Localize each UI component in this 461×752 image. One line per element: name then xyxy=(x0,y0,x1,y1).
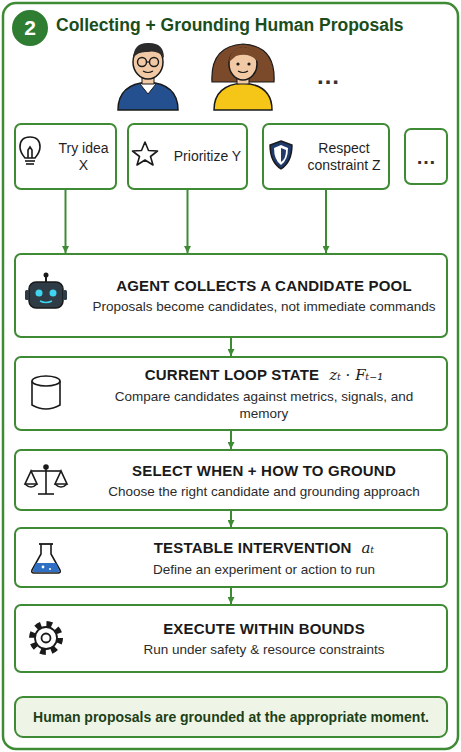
process-box: SELECT WHEN + HOW TO GROUND Choose the ri… xyxy=(14,449,448,511)
text-row: 2 xyxy=(14,16,46,40)
bd-text: Run under safety & resource constraints xyxy=(144,641,385,658)
shield-icon xyxy=(270,141,292,169)
process-box: CURRENT LOOP STATE zₜ · Fₜ₋₁ Compare candi… xyxy=(14,356,448,431)
step-number: 2 xyxy=(12,10,48,46)
proposal-box: Respect constraint Z xyxy=(262,123,390,190)
hd-text: AGENT COLLECTS A CANDIDATE POOL xyxy=(116,276,412,295)
process-box: EXECUTE WITHIN BOUNDS Run under safety & … xyxy=(14,604,448,673)
math-text: zₜ · Fₜ₋₁ xyxy=(329,366,383,385)
text-row: TESTABLE INTERVENTION aₜ xyxy=(92,538,436,558)
outer-panel xyxy=(3,3,458,749)
text-row: Respect constraint Z xyxy=(304,140,384,174)
text-row: Choose the right candidate and grounding… xyxy=(92,480,436,500)
hd-text: SELECT WHEN + HOW TO GROUND xyxy=(132,461,396,480)
summary-band: Human proposals are grounded at the appr… xyxy=(14,696,448,738)
text-row: CURRENT LOOP STATE zₜ · Fₜ₋₁ xyxy=(92,365,436,385)
bd-text: Choose the right candidate and grounding… xyxy=(108,483,419,500)
bd-text: Compare candidates against metrics, sign… xyxy=(92,388,436,422)
text-row: … xyxy=(406,147,446,167)
hd-text: CURRENT LOOP STATE xyxy=(145,365,319,384)
bd-text: Proposals become candidates, not immedia… xyxy=(93,298,436,315)
person-icon xyxy=(212,44,274,110)
sm-text: Prioritize Y xyxy=(174,148,241,165)
ellipsis: … xyxy=(316,62,340,90)
text-row: Proposals become candidates, not immedia… xyxy=(92,295,436,315)
hd-text: EXECUTE WITHIN BOUNDS xyxy=(163,619,365,638)
dots-text: … xyxy=(416,147,436,167)
text-row: Try idea X xyxy=(56,140,111,174)
sm-text: Try idea X xyxy=(56,140,111,174)
more-box: … xyxy=(404,128,448,185)
text-row: AGENT COLLECTS A CANDIDATE POOL xyxy=(92,276,436,295)
flow-arrow xyxy=(230,511,232,527)
process-box: TESTABLE INTERVENTION aₜDefine an experim… xyxy=(14,527,448,588)
math-text: aₜ xyxy=(362,539,375,558)
proposal-box: Try idea X xyxy=(14,123,117,190)
bd-text: Define an experiment or action to run xyxy=(153,561,375,578)
flask-icon xyxy=(32,544,61,573)
flow-arrow xyxy=(65,190,67,253)
gear-icon xyxy=(32,624,60,652)
text-row: Human proposals are grounded at the appr… xyxy=(26,708,436,726)
text-row: Prioritize Y xyxy=(173,148,242,165)
flow-arrow xyxy=(325,190,327,253)
flow-arrow xyxy=(230,588,232,604)
text-row: SELECT WHEN + HOW TO GROUND xyxy=(92,461,436,480)
star-icon xyxy=(133,142,158,165)
person-icon xyxy=(118,43,178,110)
scales-icon xyxy=(25,465,67,494)
text-row: Run under safety & resource constraints xyxy=(92,638,436,658)
database-icon xyxy=(32,376,60,409)
lightbulb-icon xyxy=(20,137,40,164)
process-box: AGENT COLLECTS A CANDIDATE POOL Proposals… xyxy=(14,253,448,338)
text-row: Define an experiment or action to run xyxy=(92,558,436,578)
robot-icon xyxy=(25,273,67,309)
flow-arrow xyxy=(230,431,232,449)
text-row: Compare candidates against metrics, sign… xyxy=(92,385,436,422)
proposal-box: Prioritize Y xyxy=(127,123,248,190)
num-text: 2 xyxy=(24,16,36,40)
flow-arrow xyxy=(187,190,189,253)
flow-arrow xyxy=(230,338,232,356)
sm-text: Respect constraint Z xyxy=(304,140,384,174)
text-row: EXECUTE WITHIN BOUNDS xyxy=(92,619,436,638)
diagram-title: Collecting + Grounding Human Proposals xyxy=(56,14,454,36)
hd-text: TESTABLE INTERVENTION xyxy=(154,538,352,557)
bandt-text: Human proposals are grounded at the appr… xyxy=(33,708,429,726)
